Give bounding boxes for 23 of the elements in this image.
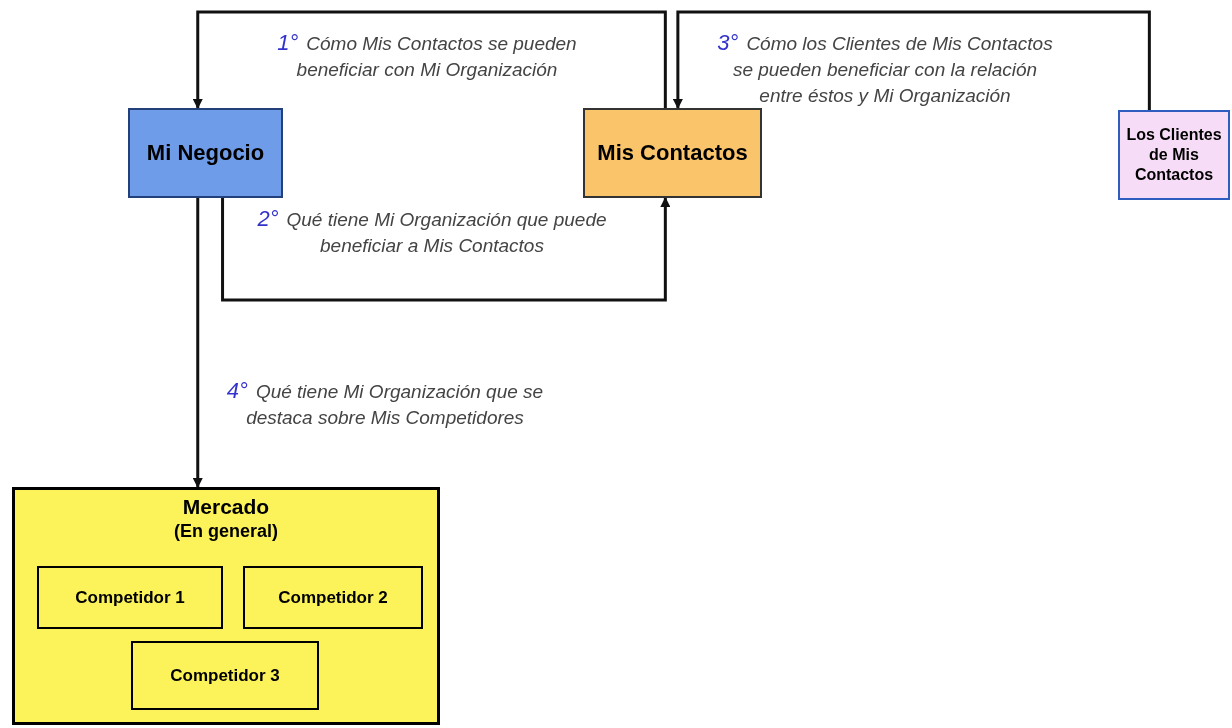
edge-label: 1° Cómo Mis Contactos se pueden beneficiar con Mi Organización	[276, 30, 578, 82]
box	[243, 566, 423, 629]
box	[1118, 110, 1230, 200]
arrow	[192, 198, 203, 488]
box	[583, 108, 762, 198]
box	[37, 566, 223, 629]
edge-label: 3° Cómo los Clientes de Mis Contactos se pueden beneficiar con la relación entre éstos y Mi Organización	[716, 30, 1054, 108]
box-title: Mi Negocio	[146, 139, 265, 167]
box	[12, 487, 440, 725]
box-title: Mercado	[182, 494, 270, 520]
box-title: Competidor 2	[278, 586, 388, 609]
edge-label: 2° Qué tiene Mi Organización que puede beneficiar a Mis Contactos	[256, 206, 608, 258]
box	[131, 641, 319, 710]
box-title: Competidor 1	[75, 586, 185, 609]
edge-label: 4° Qué tiene Mi Organización que se destaca sobre Mis Competidores	[225, 378, 545, 430]
arrow	[192, 10, 667, 109]
arrow	[221, 197, 671, 302]
box	[128, 108, 283, 198]
box-title: (En general)	[174, 520, 278, 543]
box-title: Mis Contactos	[597, 139, 748, 167]
box-title: Los Clientes de Mis Contactos	[1125, 125, 1223, 185]
box-title: Competidor 3	[170, 664, 280, 687]
arrow	[672, 10, 1151, 110]
